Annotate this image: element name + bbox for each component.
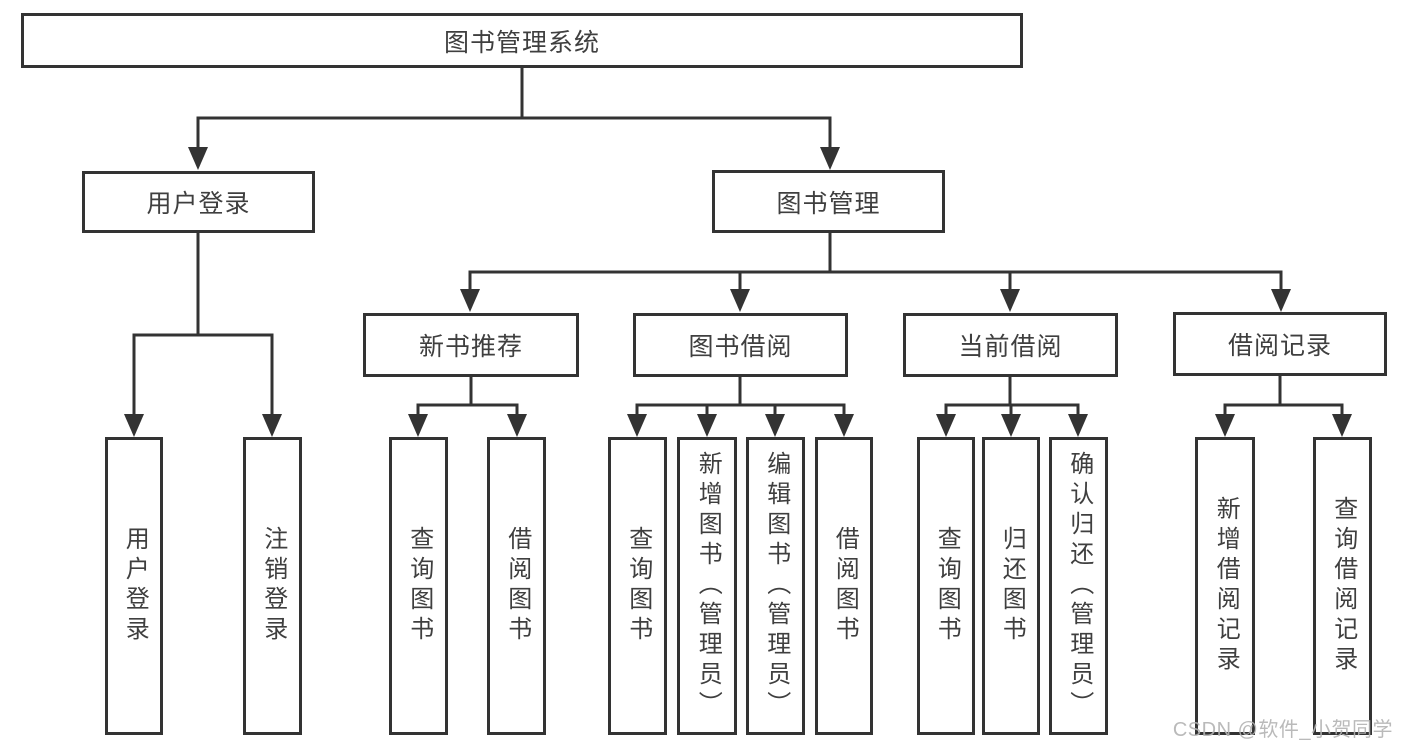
node-current-borrow: 当前借阅 bbox=[903, 313, 1118, 377]
node-label: 图书借阅 bbox=[688, 333, 793, 361]
leaf-add-book-admin: 新增图书（管理员） bbox=[677, 437, 737, 735]
leaf-label: 归还图书 bbox=[998, 526, 1026, 646]
node-label: 图书管理系统 bbox=[443, 28, 600, 57]
leaf-label: 新增借阅记录 bbox=[1212, 496, 1240, 676]
leaf-query-books-borrow: 查询图书 bbox=[608, 437, 667, 735]
leaf-label: 查询图书 bbox=[933, 526, 961, 646]
leaf-borrow-book: 借阅图书 bbox=[815, 437, 873, 735]
leaf-label: 借阅图书 bbox=[503, 526, 531, 646]
leaf-user-login: 用户登录 bbox=[105, 437, 163, 735]
leaf-confirm-return-admin: 确认归还（管理员） bbox=[1049, 437, 1108, 735]
node-new-book-recommend: 新书推荐 bbox=[363, 313, 579, 377]
csdn-watermark: CSDN @软件_小贺同学 bbox=[1172, 719, 1393, 741]
leaf-label: 查询图书 bbox=[624, 526, 652, 646]
leaf-label: 用户登录 bbox=[121, 526, 149, 646]
leaf-label: 查询借阅记录 bbox=[1329, 496, 1357, 676]
leaf-edit-book-admin: 编辑图书（管理员） bbox=[746, 437, 805, 735]
leaf-logout: 注销登录 bbox=[243, 437, 302, 735]
node-user-login: 用户登录 bbox=[82, 171, 315, 233]
node-label: 借阅记录 bbox=[1227, 332, 1332, 360]
leaf-add-borrow-record: 新增借阅记录 bbox=[1195, 437, 1255, 735]
leaf-label: 确认归还（管理员） bbox=[1065, 451, 1093, 721]
leaf-label: 编辑图书（管理员） bbox=[762, 451, 790, 721]
leaf-borrow-books-recommend: 借阅图书 bbox=[487, 437, 546, 735]
leaf-label: 注销登录 bbox=[259, 526, 287, 646]
node-label: 当前借阅 bbox=[958, 333, 1063, 361]
node-label: 图书管理 bbox=[776, 189, 881, 218]
node-label: 新书推荐 bbox=[418, 333, 523, 361]
leaf-label: 新增图书（管理员） bbox=[694, 451, 722, 721]
node-book-borrow: 图书借阅 bbox=[633, 313, 848, 377]
leaf-query-borrow-record: 查询借阅记录 bbox=[1313, 437, 1372, 735]
node-borrow-record: 借阅记录 bbox=[1173, 312, 1387, 376]
leaf-query-books-recommend: 查询图书 bbox=[389, 437, 448, 735]
leaf-query-books-current: 查询图书 bbox=[917, 437, 975, 735]
leaf-label: 借阅图书 bbox=[831, 526, 859, 646]
leaf-return-book: 归还图书 bbox=[982, 437, 1040, 735]
node-book-management: 图书管理 bbox=[712, 170, 945, 233]
node-label: 用户登录 bbox=[146, 190, 251, 218]
arrowhead-icons bbox=[124, 147, 1352, 437]
node-root-system: 图书管理系统 bbox=[21, 13, 1023, 68]
leaf-label: 查询图书 bbox=[405, 526, 433, 646]
